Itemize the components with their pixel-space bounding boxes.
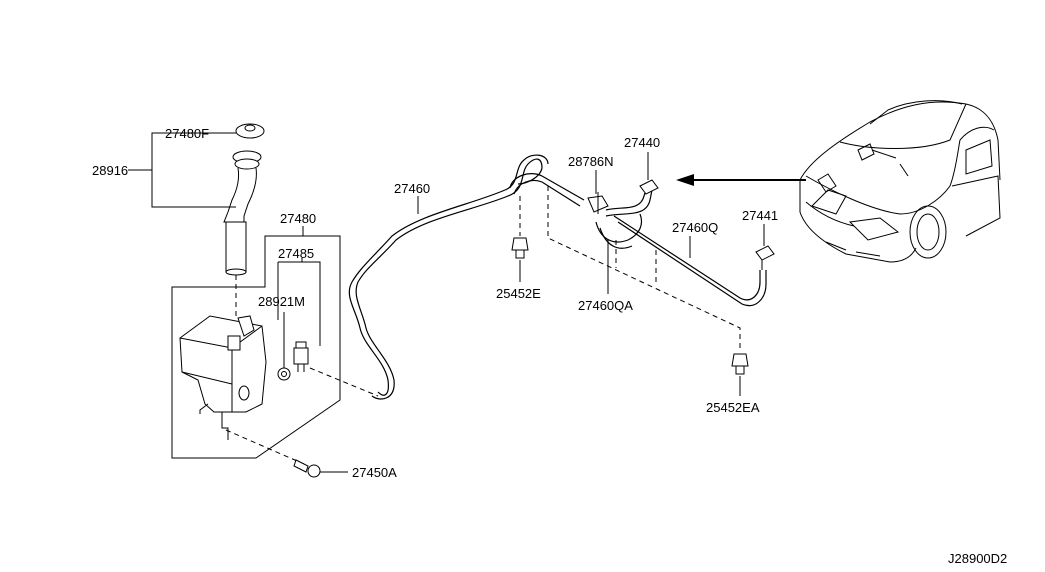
filler-neck-part[interactable] bbox=[223, 150, 262, 276]
nozzle-right-part[interactable] bbox=[639, 179, 659, 195]
clip-25452E-part[interactable] bbox=[511, 237, 529, 259]
check-valve-part[interactable] bbox=[587, 192, 609, 214]
hose-27460Q-part[interactable] bbox=[613, 215, 767, 307]
main-hose-part[interactable] bbox=[348, 154, 585, 400]
label-27460Q: 27460Q bbox=[672, 220, 718, 235]
filler-cap-part[interactable] bbox=[235, 123, 265, 139]
washer-tank-part[interactable] bbox=[179, 315, 267, 440]
diagram-id: J28900D2 bbox=[948, 551, 1007, 566]
arrow-left-icon bbox=[676, 174, 806, 186]
label-25452EA: 25452EA bbox=[706, 400, 760, 415]
washer-pump-part[interactable] bbox=[293, 341, 309, 372]
hose-27460QA-part[interactable] bbox=[595, 189, 653, 249]
label-27485: 27485 bbox=[278, 246, 314, 261]
label-27460QA: 27460QA bbox=[578, 298, 633, 313]
grommet-part[interactable] bbox=[277, 367, 291, 381]
nozzle-left-part[interactable] bbox=[755, 245, 775, 270]
label-27450A: 27450A bbox=[352, 465, 397, 480]
tank-assy-frame bbox=[171, 235, 341, 459]
bolt-part[interactable] bbox=[293, 459, 321, 478]
label-28786N: 28786N bbox=[568, 154, 614, 169]
label-25452E: 25452E bbox=[496, 286, 541, 301]
label-27441: 27441 bbox=[742, 208, 778, 223]
label-27440: 27440 bbox=[624, 135, 660, 150]
car-front-icon bbox=[799, 100, 1001, 263]
label-28921M: 28921M bbox=[258, 294, 305, 309]
clip-25452EA-part[interactable] bbox=[731, 353, 749, 375]
label-27480: 27480 bbox=[280, 211, 316, 226]
label-28916: 28916 bbox=[92, 163, 128, 178]
label-27460: 27460 bbox=[394, 181, 430, 196]
